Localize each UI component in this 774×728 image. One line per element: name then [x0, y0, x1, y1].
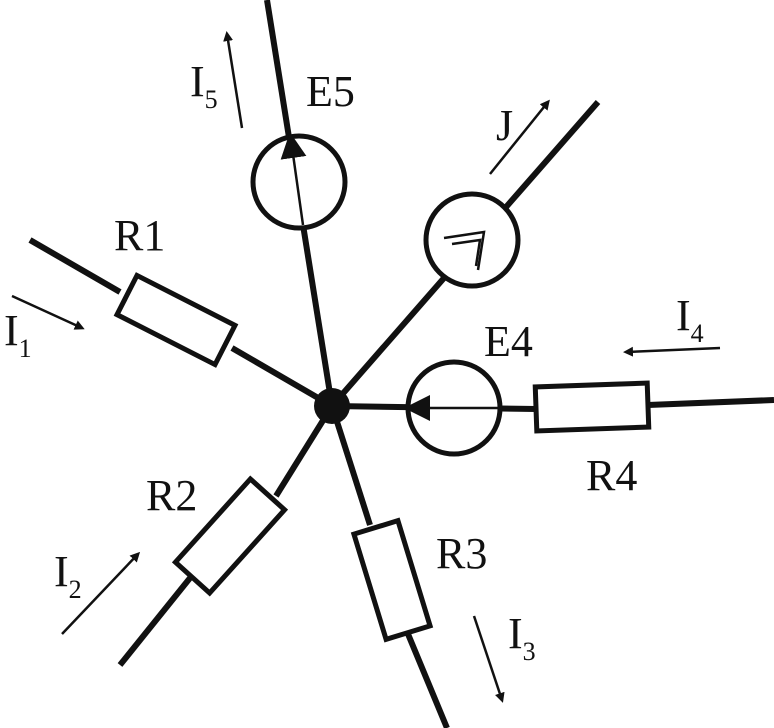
- j-double-arrow: [443, 230, 486, 271]
- i2-direction-arrow: [61, 551, 141, 635]
- label-i1: I1: [4, 306, 32, 363]
- i1-direction-arrow: [11, 294, 85, 330]
- label-j: J: [496, 101, 513, 150]
- i3-direction-arrow: [472, 615, 505, 703]
- branch-e5: [250, 0, 348, 407]
- resistor-r2: [171, 475, 289, 597]
- branch-r3: [329, 405, 450, 728]
- j-direction-arrow: [489, 99, 550, 175]
- resistor-r3: [350, 517, 434, 643]
- resistor-r4: [532, 380, 652, 434]
- i5-direction-arrow: [223, 31, 244, 129]
- label-e4: E4: [484, 317, 533, 366]
- label-e5: E5: [306, 67, 355, 116]
- branch-j: [329, 100, 601, 408]
- voltage-source-e5: [250, 133, 348, 231]
- label-r1: R1: [114, 211, 165, 260]
- label-i5: I5: [190, 57, 218, 114]
- i4-direction-arrow: [623, 346, 721, 357]
- branch-r4-e4: [331, 359, 774, 457]
- label-r4: R4: [586, 451, 637, 500]
- resistor-r1: [113, 272, 239, 368]
- branch-r2: [117, 404, 335, 667]
- label-i3: I3: [508, 609, 536, 666]
- branch-r1: [28, 237, 334, 409]
- label-r2: R2: [146, 471, 197, 520]
- label-r3: R3: [436, 529, 487, 578]
- label-i4: I4: [676, 291, 704, 348]
- e5-direction-arrow: [280, 132, 307, 226]
- label-i2: I2: [54, 547, 82, 604]
- j-double-arrow-inner: [451, 238, 482, 267]
- central-node: [314, 388, 350, 424]
